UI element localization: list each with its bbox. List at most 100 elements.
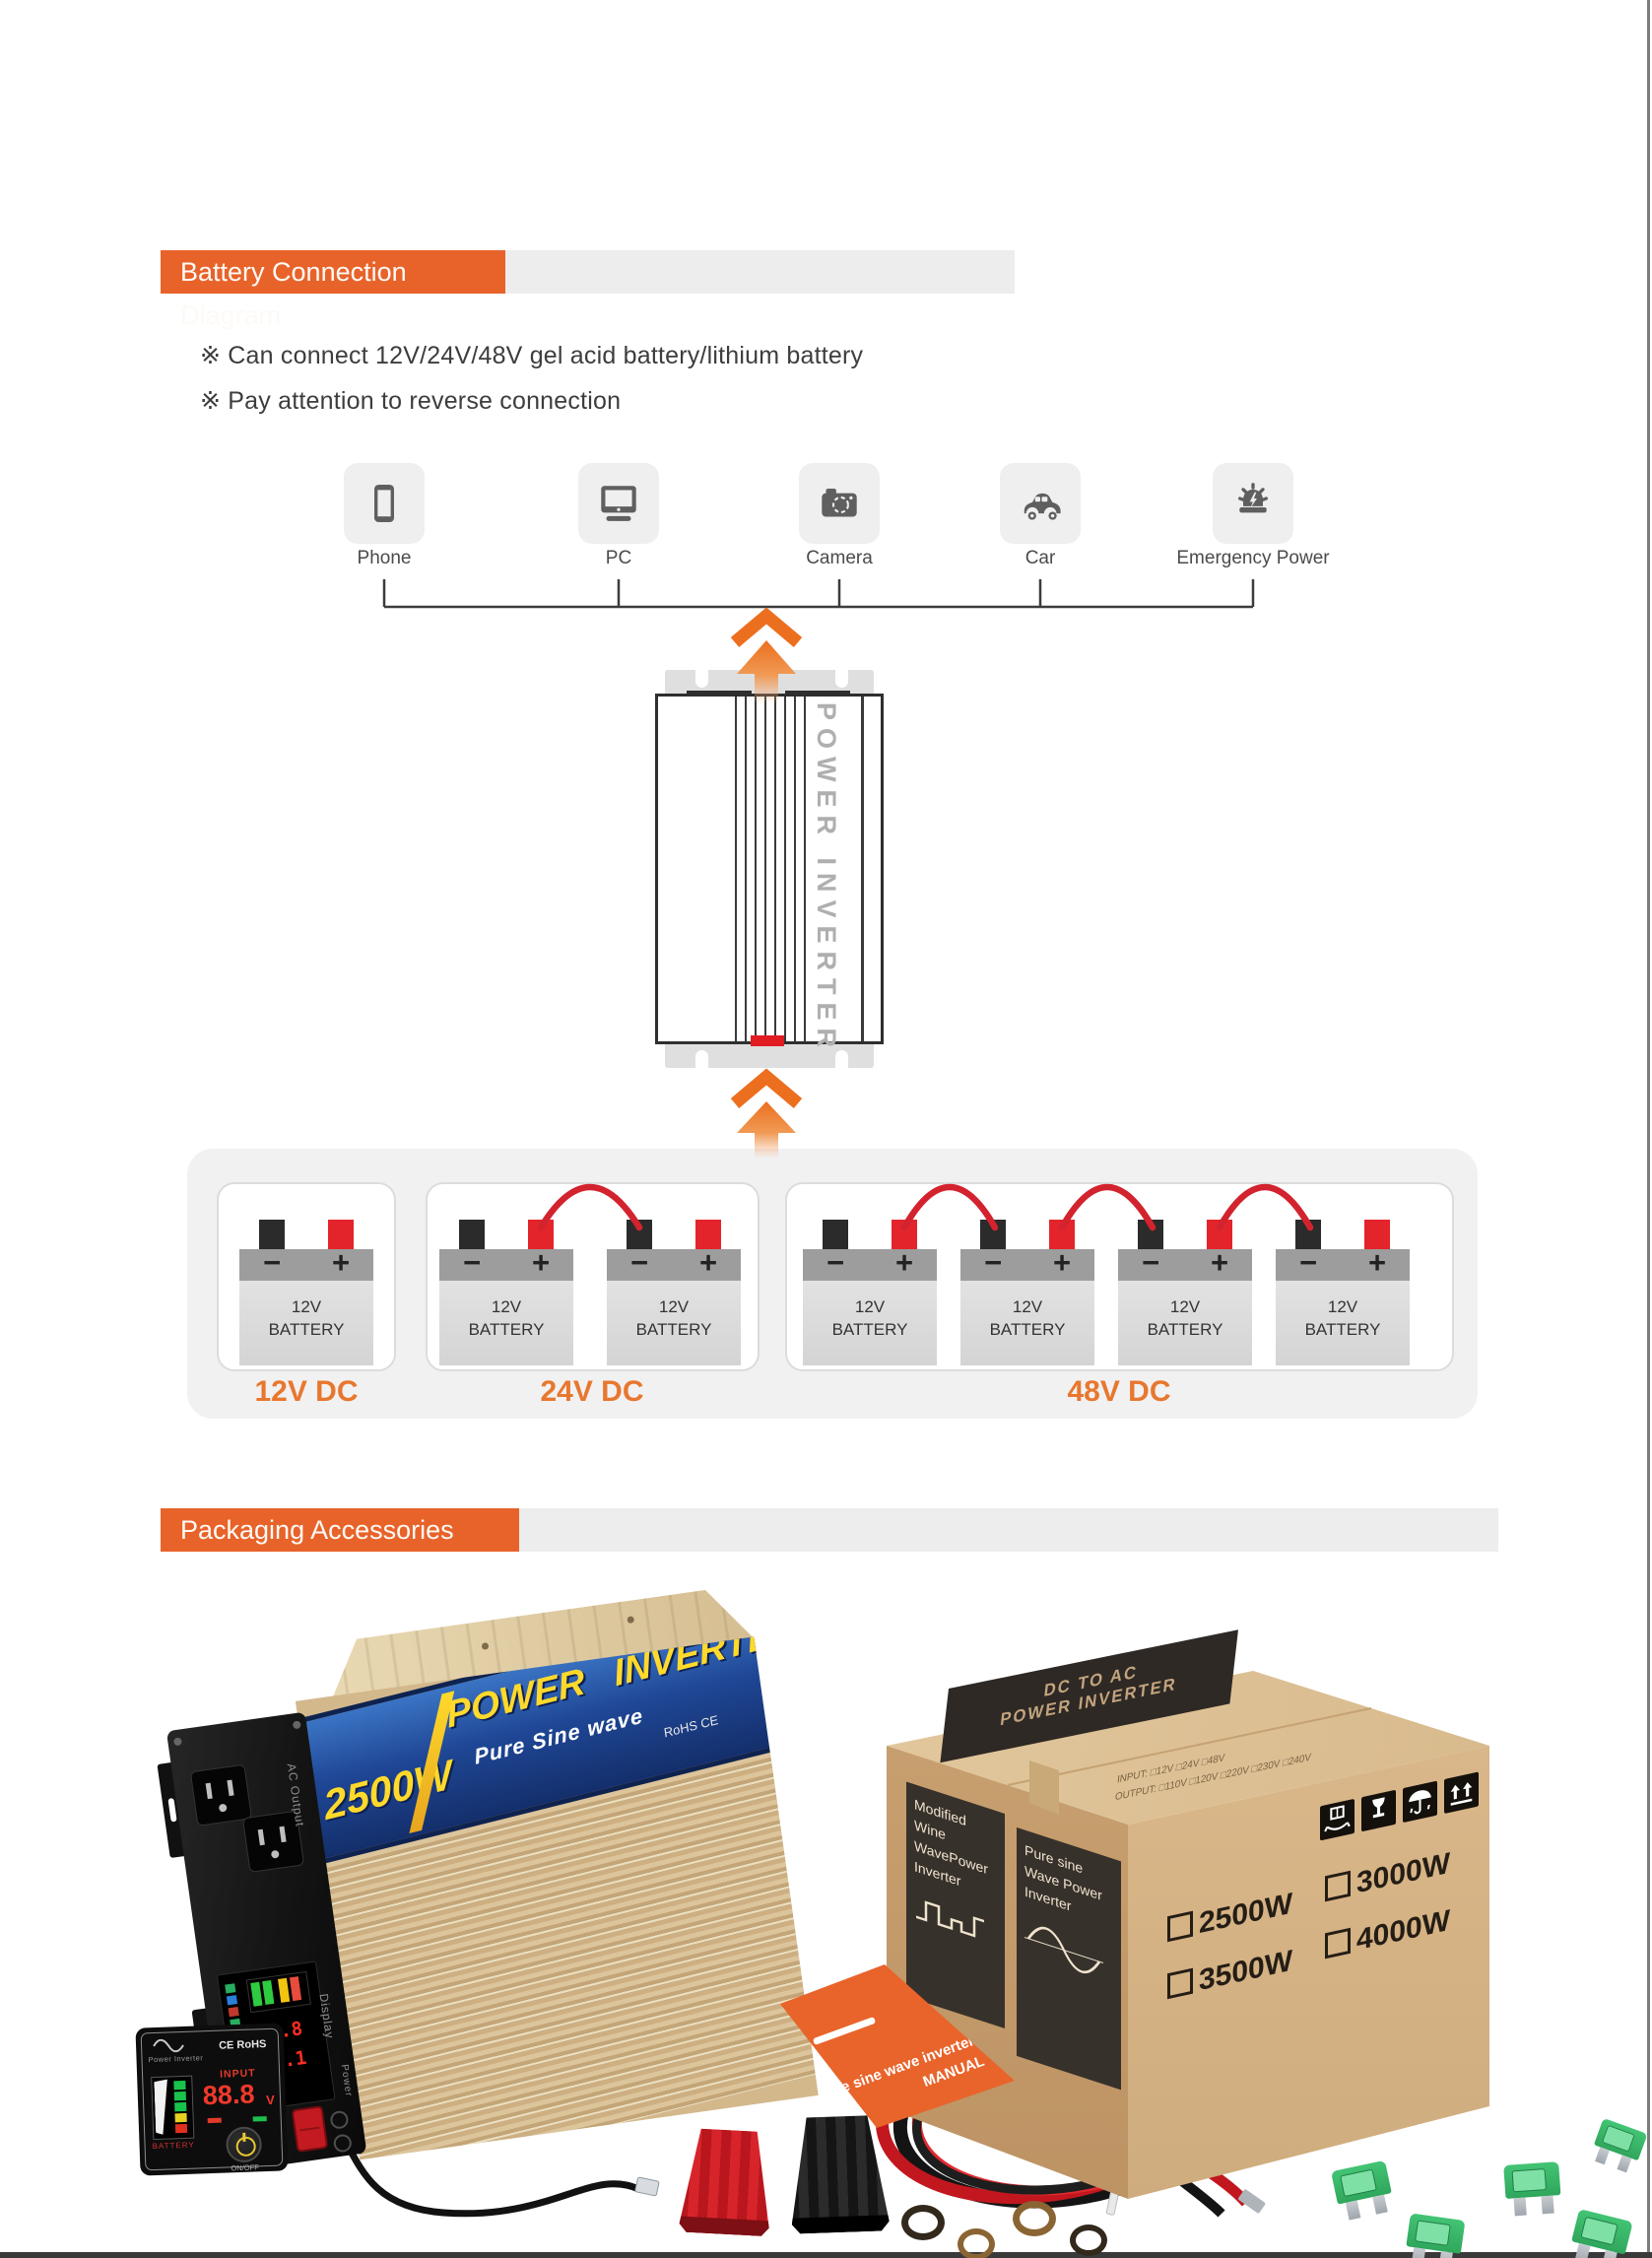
- carton-box: DC TO AC POWER INVERTER INPUT: □12V □24V…: [882, 1629, 1492, 2204]
- phone-label: Phone: [357, 548, 412, 568]
- fuse: [1400, 2213, 1470, 2258]
- group-label-24v-dc: 24V DC: [540, 1375, 644, 1408]
- minus-sign: −: [1141, 1245, 1160, 1280]
- bracket-notch: [695, 670, 708, 688]
- battery-voltage: 12V: [854, 1297, 886, 1316]
- pure-sine-panel: Pure sine Wave Power Inverter: [1017, 1826, 1121, 2091]
- minus-sign: −: [462, 1245, 482, 1280]
- remote-voltage: 88.8: [202, 2079, 255, 2111]
- minus-sign: −: [826, 1245, 845, 1280]
- modified-wave-panel: Modified Wine WavePower Inverter: [906, 1781, 1005, 2028]
- option-2500w: 2500W: [1167, 1888, 1292, 1949]
- minus-sign: −: [983, 1245, 1003, 1280]
- battery-body: 12V BATTERY: [803, 1281, 937, 1365]
- battery-name: BATTERY: [831, 1319, 908, 1339]
- camera-icon: [822, 489, 857, 517]
- page-bottom-border: [0, 2252, 1652, 2258]
- remote-onoff-label: ON/OFF: [231, 2162, 259, 2173]
- remote-voltage-unit: V: [265, 2092, 275, 2108]
- bracket-notch: [835, 670, 848, 688]
- battery-top-band: − +: [960, 1245, 1094, 1281]
- battery-voltage: 12V: [658, 1297, 690, 1316]
- minus-sign: −: [1298, 1245, 1318, 1280]
- plus-sign: +: [531, 1245, 551, 1280]
- pc-icon: [601, 486, 636, 521]
- modified-wave-icon: [916, 1900, 984, 1938]
- inverter-fins: [735, 697, 808, 1041]
- camera-tile: [799, 463, 880, 544]
- note-battery-types: ※ Can connect 12V/24V/48V gel acid batte…: [200, 342, 864, 369]
- battery-name: BATTERY: [1304, 1319, 1381, 1339]
- washer: [1070, 2225, 1107, 2256]
- battery: − + 12V BATTERY: [803, 1220, 937, 1365]
- sine-logo-icon: [153, 2038, 184, 2053]
- battery-name: BATTERY: [635, 1319, 712, 1339]
- battery-name: BATTERY: [1147, 1319, 1223, 1339]
- remote-battery-label: BATTERY: [152, 2140, 195, 2152]
- washer: [1013, 2201, 1056, 2236]
- phone-tile: [344, 463, 425, 544]
- screw: [172, 1737, 182, 1747]
- section2-title: Packaging Accessories: [180, 1515, 454, 1545]
- ac-outlet: [189, 1763, 253, 1826]
- fault-led: [207, 2117, 222, 2124]
- power-label: Power: [338, 2063, 355, 2098]
- inverter-outline: POWER INVERTER: [655, 694, 884, 1056]
- washer: [901, 2205, 945, 2240]
- battery-top-band: − +: [239, 1245, 373, 1281]
- fuse: [1327, 2159, 1400, 2225]
- option-4000w: 4000W: [1325, 1904, 1450, 1965]
- note-reverse-connection: ※ Pay attention to reverse connection: [200, 387, 622, 415]
- bracket-notch: [835, 1050, 848, 1068]
- inverter-top-tick: [687, 691, 752, 697]
- battery-voltage: 12V: [291, 1297, 322, 1316]
- emergency-power-label: Emergency Power: [1176, 548, 1330, 568]
- battery: − + 12V BATTERY: [1118, 1220, 1252, 1365]
- bracket-notch: [695, 1050, 708, 1068]
- device-connector-lines: [382, 579, 1255, 609]
- car-label: Car: [1024, 548, 1056, 568]
- battery-voltage: 12V: [1169, 1297, 1201, 1316]
- this-side-up-icon: [1444, 1771, 1479, 1815]
- battery-body: 12V BATTERY: [1276, 1281, 1410, 1365]
- battery-voltage: 12V: [1327, 1297, 1358, 1316]
- inverter-top-tick: [785, 691, 850, 697]
- care-icons-row: [1320, 1770, 1486, 1841]
- power-switch: [291, 2105, 329, 2154]
- fuse: [1562, 2208, 1636, 2258]
- emergency-power-tile: [1213, 463, 1293, 544]
- section2-banner: Packaging Accessories: [161, 1508, 519, 1552]
- manual-header-bar: [812, 2016, 877, 2046]
- option-3000w: 3000W: [1325, 1847, 1450, 1908]
- group-label-12v-dc: 12V DC: [254, 1375, 359, 1408]
- pc-label: PC: [605, 548, 632, 568]
- inverter-dc-port: [751, 1035, 784, 1046]
- minus-sign: −: [629, 1245, 649, 1280]
- battery-name: BATTERY: [989, 1319, 1066, 1339]
- fuse: [1587, 2117, 1648, 2173]
- battery-top-band: − +: [1118, 1245, 1252, 1281]
- battery-top-band: − +: [1276, 1245, 1410, 1281]
- plus-sign: +: [331, 1245, 351, 1280]
- washer: [958, 2228, 995, 2258]
- battery-body: 12V BATTERY: [607, 1281, 741, 1365]
- sine-wave-icon: [1024, 1926, 1103, 1974]
- page-right-border: [1647, 0, 1650, 2258]
- battery-body: 12V BATTERY: [1118, 1281, 1252, 1365]
- box-left-panels: Modified Wine WavePower Inverter Pure si…: [887, 1746, 1128, 2187]
- keep-dry-icon: [1403, 1780, 1437, 1824]
- plus-sign: +: [894, 1245, 914, 1280]
- level-bars: [245, 1970, 311, 2014]
- battery-top-band: − +: [439, 1245, 573, 1281]
- box-front-content: 2500W 3000W 3500W 4000W: [1128, 1746, 1489, 2106]
- inverter-drawing-label: POWER INVERTER: [812, 702, 841, 1056]
- screw: [292, 1720, 301, 1730]
- minus-sign: −: [262, 1245, 282, 1280]
- fragile-icon: [1361, 1789, 1396, 1832]
- inverter-bottom-bracket: [665, 1042, 874, 1068]
